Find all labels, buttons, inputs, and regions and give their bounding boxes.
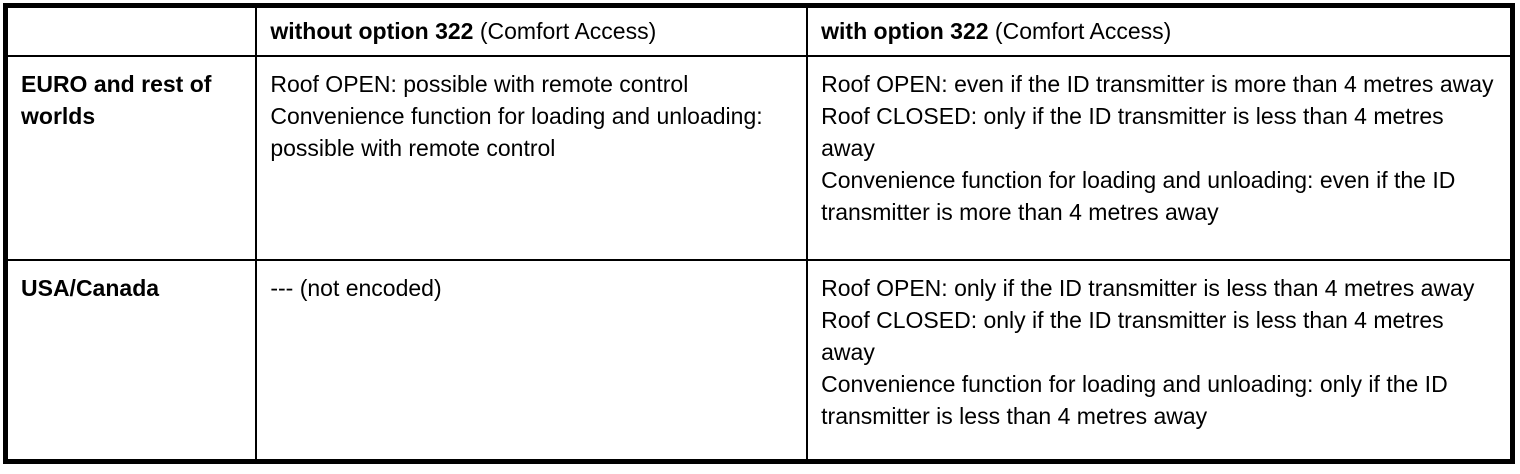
table-row-usa-canada: USA/Canada --- (not encoded) Roof OPEN: …	[4, 258, 1514, 463]
table-row-euro: EURO and rest of worlds Roof OPEN: possi…	[4, 54, 1514, 261]
header-cell-with-option: with option 322 (Comfort Access)	[806, 4, 1514, 57]
cell-usa-without-option: --- (not encoded)	[255, 258, 809, 463]
header-cell-without-option: without option 322 (Comfort Access)	[255, 4, 809, 57]
cell-text-line: Roof OPEN: only if the ID transmitter is…	[821, 274, 1475, 301]
cell-text-line: Roof OPEN: possible with remote control	[270, 70, 689, 97]
cell-usa-with-option: Roof OPEN: only if the ID transmitter is…	[806, 258, 1514, 463]
header-without-rest-text: (Comfort Access)	[473, 18, 657, 45]
cell-text-line: Convenience function for loading and unl…	[821, 166, 1456, 225]
cell-euro-with-option: Roof OPEN: even if the ID transmitter is…	[806, 54, 1514, 261]
cell-text-line: Convenience function for loading and unl…	[821, 370, 1448, 429]
cell-text-line: Convenience function for loading and unl…	[270, 102, 763, 161]
header-cell-empty	[4, 4, 258, 57]
cell-text-line: Roof CLOSED: only if the ID transmitter …	[821, 306, 1444, 365]
comfort-access-table: without option 322 (Comfort Access) with…	[3, 3, 1515, 464]
cell-text-line: Roof OPEN: even if the ID transmitter is…	[821, 70, 1494, 97]
cell-text-line: --- (not encoded)	[270, 274, 442, 301]
row-label-euro: EURO and rest of worlds	[4, 54, 258, 261]
cell-text-line: Roof CLOSED: only if the ID transmitter …	[821, 102, 1444, 161]
header-without-bold-text: without option 322	[270, 18, 474, 45]
header-with-bold-text: with option 322	[821, 18, 989, 45]
header-with-rest-text: (Comfort Access)	[988, 18, 1172, 45]
cell-euro-without-option: Roof OPEN: possible with remote control …	[255, 54, 809, 261]
row-label-usa-canada: USA/Canada	[4, 258, 258, 463]
table-header-row: without option 322 (Comfort Access) with…	[4, 4, 1514, 57]
